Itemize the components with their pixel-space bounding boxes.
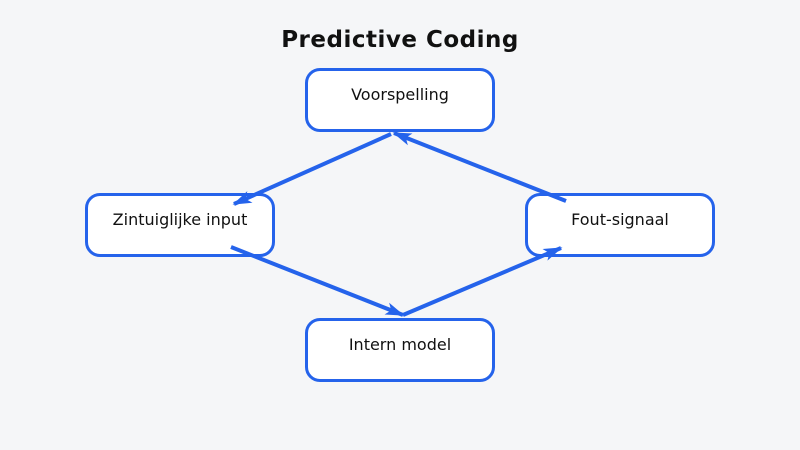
node-zintuiglijke-input-label: Zintuiglijke input [112, 209, 248, 229]
node-voorspelling: Voorspelling [305, 68, 495, 132]
arrow-intern-model-to-fout-signaal [402, 246, 563, 317]
arrow-zintuiglijke-input-to-intern-model [230, 245, 405, 317]
node-fout-signaal: Fout-signaal [525, 193, 715, 257]
node-fout-signaal-label: Fout-signaal [571, 209, 669, 229]
node-zintuiglijke-input: Zintuiglijke input [85, 193, 275, 257]
diagram-title: Predictive Coding [281, 27, 519, 53]
node-voorspelling-label: Voorspelling [351, 84, 449, 104]
node-intern-model-label: Intern model [348, 334, 452, 354]
arrow-fout-signaal-to-voorspelling [392, 131, 567, 203]
node-intern-model: Intern model [305, 318, 495, 382]
